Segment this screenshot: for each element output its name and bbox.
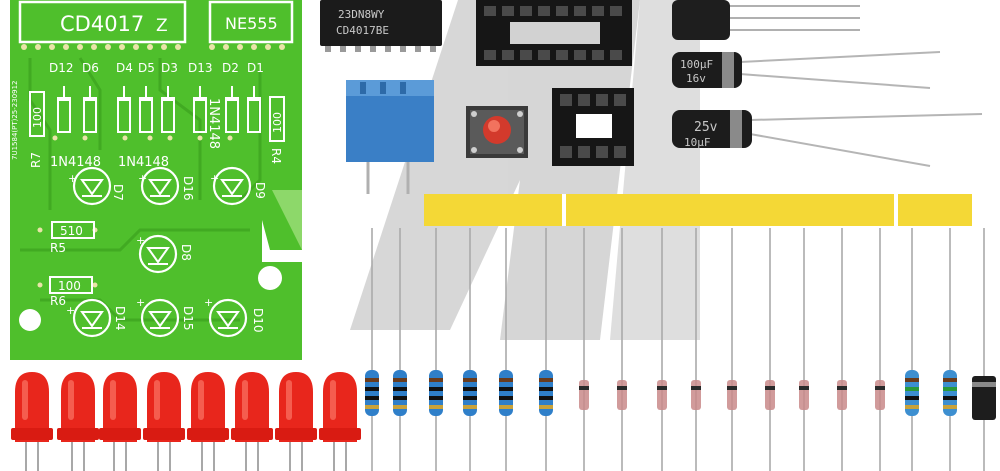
resistor: [463, 370, 477, 416]
diode-label: D13: [188, 61, 213, 75]
diode: [657, 380, 667, 410]
led-footprint-label: D14: [113, 306, 127, 331]
diode-label: D1: [247, 61, 264, 75]
ic1-mark: Z: [156, 16, 168, 36]
r4-name: R4: [269, 148, 283, 164]
resistor: [539, 370, 553, 416]
r6-value: 100: [58, 279, 81, 293]
led-footprint-label: D8: [179, 244, 193, 261]
r7-footprint: [29, 91, 45, 137]
mounting-hole: [19, 309, 41, 331]
r4-footprint: [269, 96, 285, 142]
cap1-voltage: 16v: [686, 72, 706, 85]
r7-value: 100: [31, 107, 44, 128]
led-footprint-label: D15: [181, 306, 195, 331]
svg-text:+: +: [68, 172, 77, 185]
r6-name: R6: [50, 294, 66, 308]
r5-value: 510: [60, 224, 83, 238]
red-led: [319, 372, 361, 471]
r5-name: R5: [50, 241, 66, 255]
component-leads: [371, 228, 985, 471]
resistor: [393, 370, 407, 416]
component-tape-strip: [424, 194, 972, 226]
axial-components: [365, 370, 996, 420]
svg-text:+: +: [136, 234, 145, 247]
led-row: [11, 372, 361, 471]
red-led: [99, 372, 141, 471]
resistor: [905, 370, 919, 416]
r4-value: 100: [271, 112, 284, 133]
resistor: [943, 370, 957, 416]
diode: [765, 380, 775, 410]
resistor: [365, 370, 379, 416]
r5-footprint: [51, 221, 95, 239]
diode: [579, 380, 589, 410]
svg-text:+: +: [136, 296, 145, 309]
led-footprint-label: D7: [111, 184, 125, 201]
red-led: [275, 372, 317, 471]
diode: [875, 380, 885, 410]
svg-text:+: +: [138, 172, 147, 185]
diode: [799, 380, 809, 410]
capacitor-10uf: 25v 10µF: [672, 110, 983, 167]
led-footprint-label: D9: [253, 182, 267, 199]
svg-text:+: +: [66, 304, 75, 317]
led-footprint-label: D16: [181, 176, 195, 201]
ic2-label: NE555: [225, 14, 278, 33]
capacitor-100uf: 100µF 16v: [672, 51, 941, 89]
ic1-label: CD4017: [60, 12, 144, 36]
cd4017-chip: 23DN8WY CD4017BE: [320, 0, 442, 52]
pcb-board: CD4017 Z NE555 7U1584(PT)25-230912 D12 D…: [10, 0, 302, 360]
cap2-voltage: 25v: [694, 120, 718, 135]
black-diode: [972, 376, 996, 420]
mounting-hole: [258, 266, 282, 290]
red-led: [11, 372, 53, 471]
diode-label: D3: [161, 61, 178, 75]
red-led: [231, 372, 273, 471]
r6-footprint: [49, 276, 93, 294]
ic-socket-8pin: [552, 88, 634, 166]
diode: [727, 380, 737, 410]
diode-label: D5: [138, 61, 155, 75]
cap2-rating: 10µF: [684, 136, 711, 149]
trim-potentiometer: [346, 80, 434, 194]
ic1-outline: [18, 0, 187, 44]
ic2-outline: [208, 0, 294, 44]
svg-text:+: +: [204, 296, 213, 309]
diode-label: D12: [49, 61, 74, 75]
cap1-rating: 100µF: [680, 58, 713, 71]
diode-label: D4: [116, 61, 133, 75]
svg-text:+: +: [210, 172, 219, 185]
diode: [617, 380, 627, 410]
r7-name: R7: [29, 152, 43, 168]
diode-part-label: 1N4148: [118, 155, 169, 170]
diode-part-label: 1N4148: [206, 98, 221, 149]
chip-code: 23DN8WY: [338, 8, 385, 21]
resistor: [429, 370, 443, 416]
resistor: [499, 370, 513, 416]
board-serial: 7U1584(PT)25-230912: [11, 80, 19, 160]
diode: [837, 380, 847, 410]
diode-label: D2: [222, 61, 239, 75]
tactile-push-button: [466, 106, 528, 158]
ic-socket-16pin: [476, 0, 632, 66]
diode: [691, 380, 701, 410]
component-top-right: [672, 0, 860, 40]
red-led: [187, 372, 229, 471]
led-footprint-label: D10: [251, 308, 265, 333]
red-led: [143, 372, 185, 471]
diode-part-label: 1N4148: [50, 155, 101, 170]
chip-model: CD4017BE: [336, 24, 389, 37]
red-led: [57, 372, 99, 471]
diode-label: D6: [82, 61, 99, 75]
